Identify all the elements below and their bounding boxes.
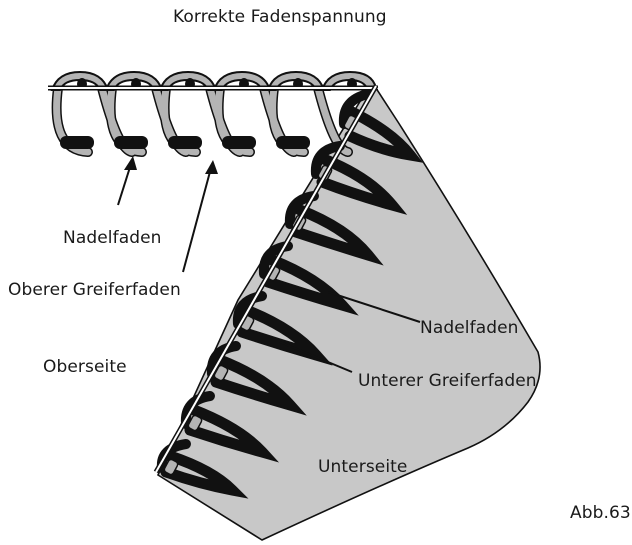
label-nadelfaden-right: Nadelfaden <box>420 318 519 338</box>
label-unterseite: Unterseite <box>318 457 408 477</box>
leader-arrows <box>117 156 421 373</box>
figure-number: Abb.63 <box>570 503 631 523</box>
label-nadelfaden-top: Nadelfaden <box>63 228 162 248</box>
label-unterer-greiferfaden: Unterer Greiferfaden <box>358 371 537 391</box>
label-oberseite: Oberseite <box>43 357 127 377</box>
diagram-title: Korrekte Fadenspannung <box>173 7 387 27</box>
label-oberer-greiferfaden: Oberer Greiferfaden <box>8 280 181 300</box>
top-stitch-row <box>48 70 378 157</box>
diagonal-stitch-row <box>153 84 424 499</box>
